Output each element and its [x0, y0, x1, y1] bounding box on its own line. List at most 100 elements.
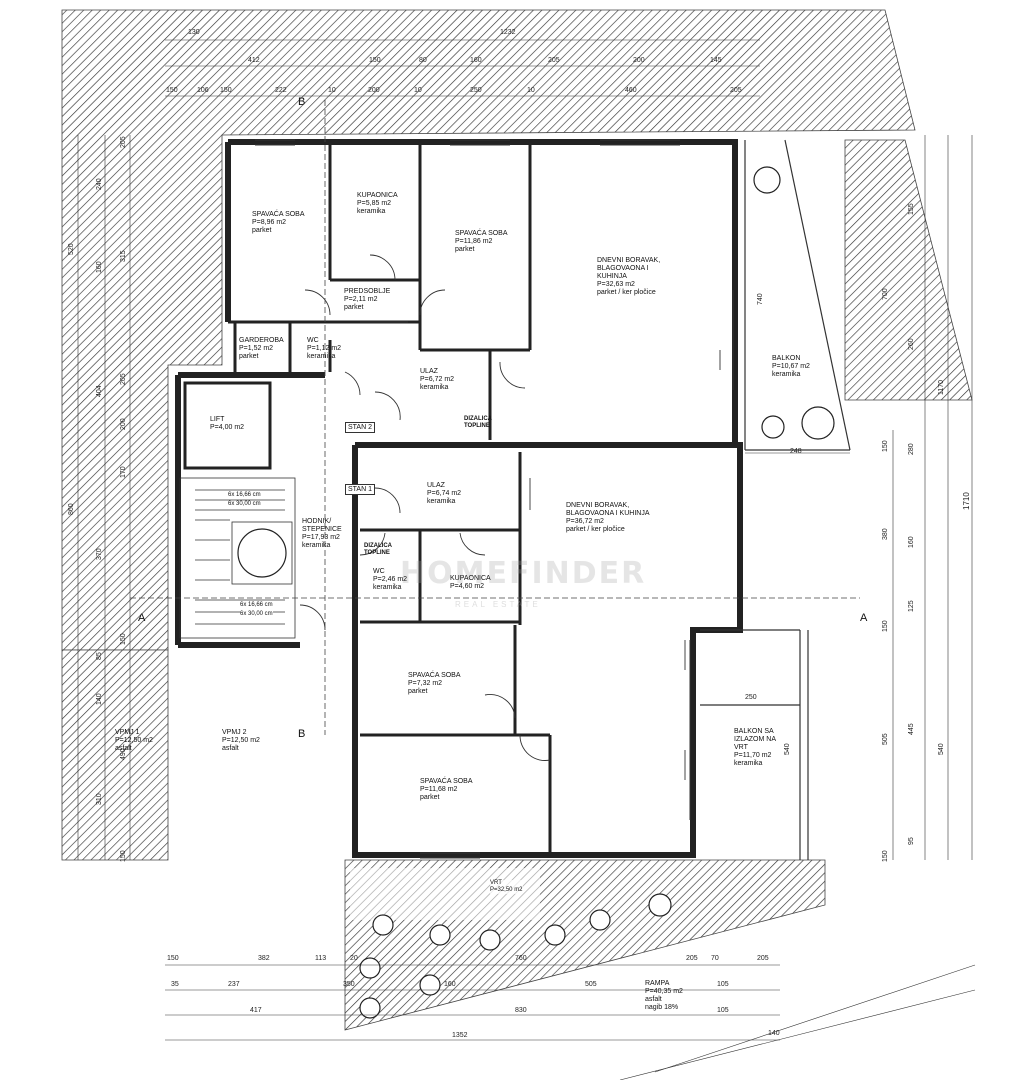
dimension-left: 490: [120, 748, 127, 760]
dimension-left: 205: [120, 136, 127, 148]
dimension-bottom: 205: [686, 955, 698, 962]
dimension-left: 404: [96, 385, 103, 397]
dimension-left: 310: [96, 793, 103, 805]
dimension-bottom: 105: [717, 1007, 729, 1014]
dimension-top: 160: [470, 57, 482, 64]
dimension-top: 130: [188, 29, 200, 36]
dimension-bottom: 205: [757, 955, 769, 962]
dimension-right: 150: [882, 440, 889, 452]
dimension-right: 125: [908, 600, 915, 612]
dimension-right: 1710: [962, 492, 971, 510]
dimension-bottom: 113: [315, 955, 327, 962]
dimension-left: 150: [120, 633, 127, 645]
dimension-left: 150: [120, 850, 127, 862]
dimension-bottom: 830: [515, 1007, 527, 1014]
dimension-bottom: 160: [444, 981, 456, 988]
dimension-left: 315: [120, 250, 127, 262]
dimension-top: 106: [197, 87, 209, 94]
dimension-bottom: 237: [228, 981, 240, 988]
dimension-right: 445: [908, 723, 915, 735]
dimension-right: 248: [790, 448, 802, 455]
dimension-top: 250: [470, 87, 482, 94]
dimension-bottom: 1352: [452, 1032, 468, 1039]
dimension-bottom: 760: [515, 955, 527, 962]
stair-label: 6x 16,66 cm: [240, 602, 273, 609]
section-marker-a: A: [860, 612, 868, 624]
dimension-top: 200: [368, 87, 380, 94]
dimension-right: 380: [882, 528, 889, 540]
dimension-bottom: 105: [717, 981, 729, 988]
dimension-left: 160: [96, 261, 103, 273]
dimension-left: 140: [96, 693, 103, 705]
apartment-tag: STAN 1: [345, 484, 375, 495]
dimension-left: 85: [96, 652, 103, 660]
dimension-left: 205: [120, 373, 127, 385]
watermark-logo: HOMEFINDER: [400, 556, 647, 591]
dimension-top: 10: [414, 87, 422, 94]
dimension-top: 200: [633, 57, 645, 64]
dimension-bottom: 35: [171, 981, 179, 988]
terrain-hatch-left: [61, 649, 169, 861]
dimension-top: 205: [548, 57, 560, 64]
dimension-right: 700: [882, 288, 889, 300]
watermark-subtitle: REAL ESTATE: [455, 600, 541, 609]
dimension-right: 540: [784, 743, 791, 755]
dimension-right: 540: [938, 743, 945, 755]
dimension-right: 150: [882, 620, 889, 632]
dimension-left: 200: [120, 418, 127, 430]
dimension-right: 280: [908, 443, 915, 455]
dimension-left: 370: [96, 548, 103, 560]
dimension-right: 260: [908, 338, 915, 350]
dimension-top: 150: [166, 87, 178, 94]
dimension-right: 505: [882, 733, 889, 745]
dimension-top: 1232: [500, 29, 516, 36]
dimension-right: 155: [908, 203, 915, 215]
dimension-right: 160: [908, 536, 915, 548]
section-marker-b: B: [298, 96, 306, 108]
dimension-top: 412: [248, 57, 260, 64]
dimension-bottom: 70: [711, 955, 719, 962]
stair-label: 6x 16,66 cm: [228, 492, 261, 499]
dimension-bottom: 382: [258, 955, 270, 962]
dimension-top: 150: [369, 57, 381, 64]
dimension-right: 150: [882, 850, 889, 862]
stair-label: 6x 30,00 cm: [240, 611, 273, 618]
dimension-left: 860: [68, 503, 75, 515]
dimension-top: 145: [710, 57, 722, 64]
dimension-right: 95: [908, 837, 915, 845]
section-marker-a: A: [138, 612, 146, 624]
dimension-right: 1170: [938, 379, 945, 395]
dimension-top: 10: [527, 87, 535, 94]
dimension-bottom: 417: [250, 1007, 262, 1014]
dimension-top: 222: [275, 87, 287, 94]
dimension-bottom: 350: [343, 981, 355, 988]
apartment-tag: STAN 2: [345, 422, 375, 433]
dimension-bottom: 140: [768, 1030, 780, 1037]
dimension-top: 10: [328, 87, 336, 94]
dimension-bottom: 505: [585, 981, 597, 988]
dimension-left: 170: [120, 466, 127, 478]
heat-pump-label: DIZALICA TOPLINE: [364, 543, 392, 556]
section-marker-b: B: [298, 728, 306, 740]
outer-wall-upper: [228, 139, 738, 445]
stair-label: 6x 30,00 cm: [228, 501, 261, 508]
dimension-bottom: 150: [167, 955, 179, 962]
